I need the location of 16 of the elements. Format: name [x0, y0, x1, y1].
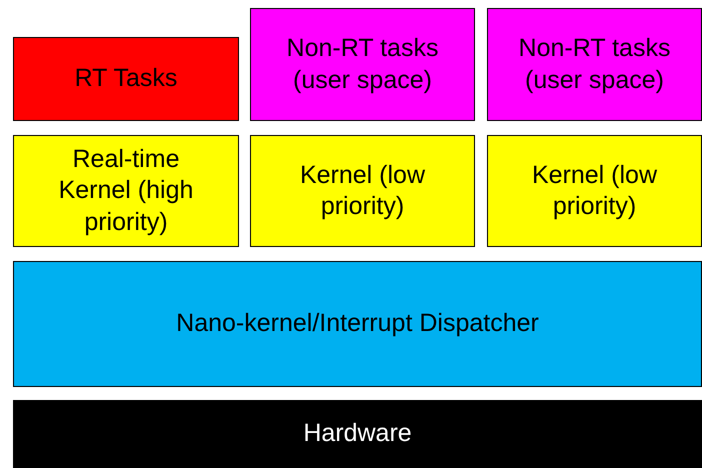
dispatcher-layer-box: [13, 261, 702, 387]
layer-label: Non-RT tasks (user space): [286, 33, 440, 96]
task-layer-box: [13, 37, 239, 121]
kernel-layer-box: [13, 135, 239, 247]
layer-label: Real-time Kernel (high priority): [58, 144, 194, 238]
layer-label: Kernel (low priority): [530, 160, 658, 222]
layer-label: Kernel (low priority): [298, 160, 426, 222]
layer-label: Non-RT tasks (user space): [518, 33, 672, 96]
layer-label: Nano-kernel/Interrupt Dispatcher: [176, 308, 539, 340]
kernel-layer-box: [250, 135, 475, 247]
hardware-layer-box: [13, 400, 702, 468]
kernel-layer-box: [487, 135, 702, 247]
layer-label: RT Tasks: [74, 63, 178, 94]
task-layer-box: [487, 8, 702, 121]
task-layer-box: [250, 8, 475, 121]
layer-label: Hardware: [303, 418, 412, 450]
